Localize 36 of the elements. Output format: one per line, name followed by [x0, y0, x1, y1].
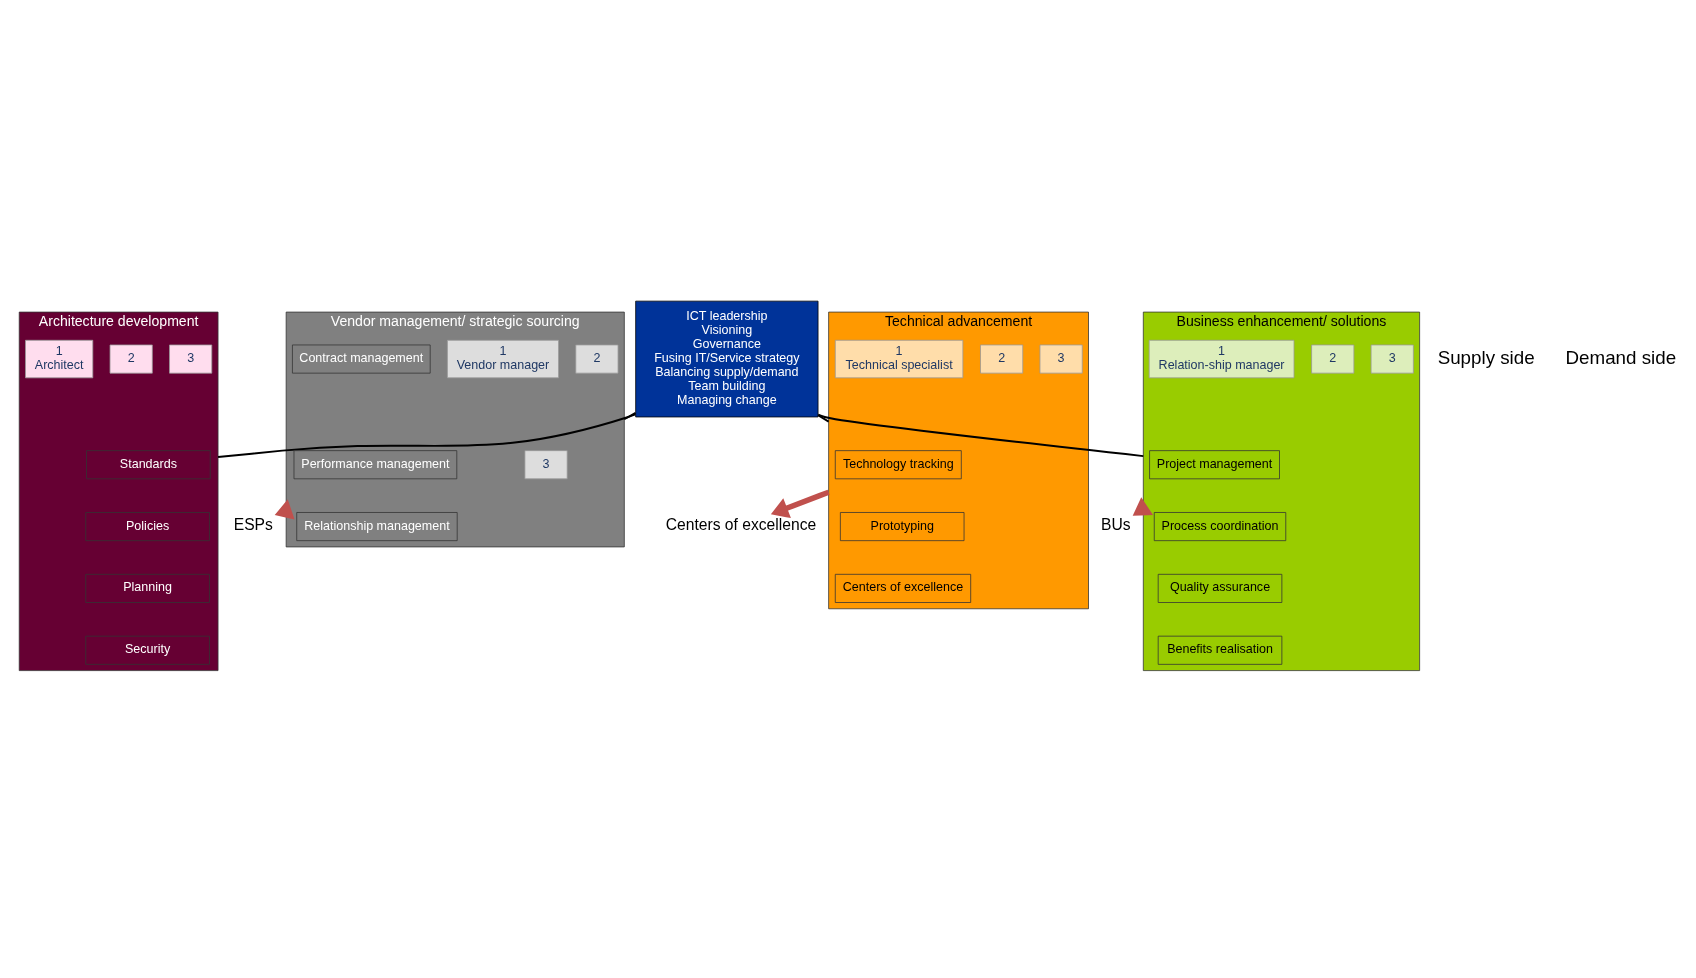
- label: Supply side: [1437, 346, 1535, 368]
- node-box: Contract management: [292, 344, 431, 374]
- node-box: Technology tracking: [834, 450, 962, 480]
- node-box: 2: [1311, 344, 1355, 374]
- node-box: Prototyping: [840, 512, 965, 542]
- node-box: 1 Vendor manager: [447, 339, 559, 379]
- node-box: ICT leadership Visioning Governance Fusing IT/Service strategy Balancing supply/demand Team building Managing change: [635, 300, 819, 418]
- node-box: Performance management: [293, 450, 458, 480]
- node-box: Planning: [85, 573, 210, 603]
- node-box: Relationship management: [296, 512, 458, 542]
- node-box: Security: [85, 635, 210, 665]
- node-box: 2: [980, 344, 1024, 374]
- node-text: BUs: [1101, 516, 1131, 534]
- node-box: 3: [1039, 344, 1083, 374]
- node-text: ESPs: [233, 516, 273, 534]
- node-box: 1 Architect: [25, 339, 94, 379]
- node-box: Project management: [1149, 450, 1280, 480]
- connector: [217, 413, 637, 458]
- node-box: Standards: [86, 450, 211, 480]
- arrow: [770, 489, 830, 519]
- node-box: 1 Relation-ship manager: [1148, 339, 1295, 379]
- node-box: Quality assurance: [1157, 573, 1283, 603]
- node-box: 3: [1370, 344, 1414, 374]
- node-box: Benefits realisation: [1157, 635, 1283, 665]
- node-box: Policies: [85, 512, 210, 542]
- node-box: 2: [109, 344, 153, 374]
- arrow: [274, 499, 295, 520]
- node-box: Centers of excellence: [834, 573, 972, 603]
- node-text: Centers of excellence: [665, 516, 817, 534]
- label: Demand side: [1565, 346, 1677, 368]
- node-box: 1 Technical specialist: [834, 339, 964, 379]
- node-box: 3: [524, 450, 568, 480]
- connector: [623, 411, 637, 421]
- node-box: Process coordination: [1153, 512, 1287, 542]
- node-box: 2: [575, 344, 619, 374]
- node-box: 3: [169, 344, 213, 374]
